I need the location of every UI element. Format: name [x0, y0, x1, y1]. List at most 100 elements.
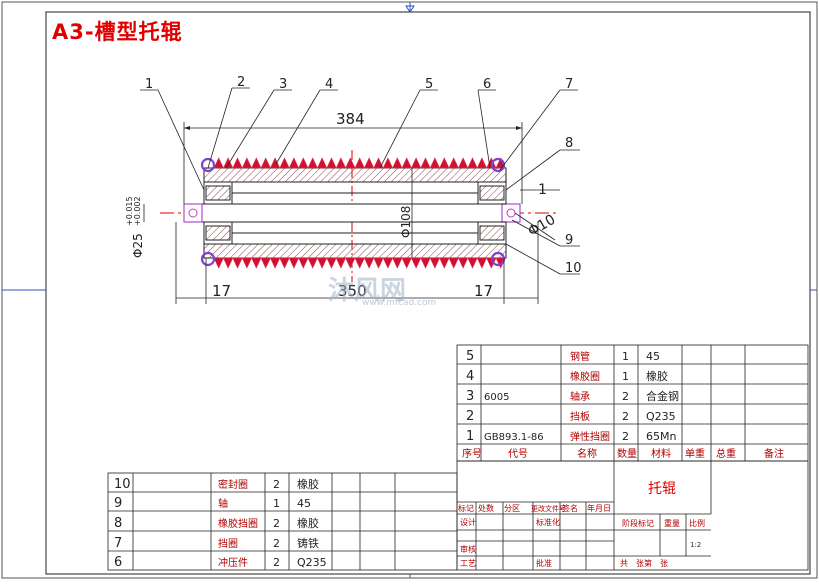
rubber-ring-tooth — [439, 157, 450, 169]
bom-row-name: 挡板 — [570, 410, 590, 423]
bom-row-material: 橡胶 — [646, 369, 668, 383]
rubber-ring-tooth — [241, 257, 253, 269]
rubber-ring-tooth — [410, 257, 422, 269]
rubber-ring-tooth — [363, 257, 375, 269]
rubber-ring-tooth — [232, 157, 243, 169]
shaft — [183, 203, 521, 223]
bom-row-no: 6 — [114, 555, 122, 570]
standard-label: 标准化 — [536, 517, 560, 527]
dim-hole: Φ10 — [525, 212, 558, 240]
bom-row-name: 钢管 — [570, 350, 590, 363]
rubber-ring-tooth — [448, 157, 459, 169]
watermark-url: www.mfcad.com — [362, 298, 437, 308]
rubber-ring-tooth — [213, 257, 224, 269]
bom-row-no: 5 — [466, 349, 474, 364]
rubber-rings-top — [213, 157, 506, 169]
bom-row-material: 铸铁 — [297, 536, 319, 550]
rubber-ring-tooth — [335, 157, 347, 169]
bom-row-no: 8 — [114, 516, 122, 531]
rubber-ring-tooth — [251, 257, 262, 269]
steel-tube-top — [203, 167, 507, 183]
rubber-ring-tooth — [213, 157, 224, 169]
part-name: 托辊 — [648, 481, 676, 497]
rubber-ring-tooth — [232, 257, 243, 269]
bom-row-qty: 2 — [273, 478, 280, 491]
leader-label: 3 — [279, 77, 287, 92]
rubber-ring-tooth — [345, 157, 356, 169]
design-label: 设计 — [460, 517, 476, 527]
dim-gap: 1 — [538, 182, 547, 198]
dim-end-left: 17 — [212, 282, 231, 300]
bom-row-qty: 2 — [273, 556, 280, 569]
bom-left-table — [107, 472, 458, 571]
bom-row-material: 45 — [646, 350, 660, 363]
bom-row-name: 密封圈 — [218, 478, 248, 491]
rubber-ring-tooth — [392, 257, 403, 269]
bom-row-qty: 2 — [273, 537, 280, 550]
rubber-ring-tooth — [467, 157, 478, 169]
rubber-ring-tooth — [410, 157, 422, 169]
seal-circle — [200, 251, 216, 267]
rubber-ring-tooth — [429, 157, 441, 169]
bom-row-material: 65Mn — [646, 430, 676, 443]
bom-row-qty: 1 — [622, 350, 629, 363]
rubber-ring-tooth — [288, 157, 300, 169]
dim-overall: 384 — [336, 110, 365, 128]
bom-row-material: Q235 — [297, 556, 327, 569]
dim-tol-lower: +0.002 — [133, 196, 142, 226]
rubber-ring-tooth — [326, 257, 337, 269]
rubber-ring-tooth — [401, 157, 412, 169]
bom-row-name: 弹性挡圈 — [570, 430, 610, 443]
stage-label: 阶段标记 — [622, 518, 654, 528]
bom-header-no: 序号 — [462, 447, 482, 460]
rubber-ring-tooth — [448, 257, 459, 269]
bom-row-name: 挡圈 — [218, 537, 238, 550]
bom-right-table — [456, 344, 809, 462]
rubber-ring-tooth — [467, 257, 478, 269]
bom-row-qty: 2 — [622, 390, 629, 403]
bom-row-qty: 2 — [622, 410, 629, 423]
leader-label: 7 — [565, 77, 573, 92]
rev-header: 处数 — [478, 503, 494, 513]
rubber-ring-tooth — [326, 157, 337, 169]
rev-header: 签名 — [562, 503, 578, 513]
rubber-ring-tooth — [354, 157, 365, 169]
rubber-ring-tooth — [307, 257, 318, 269]
dim-tol-upper: +0.015 — [125, 196, 134, 226]
rubber-ring-tooth — [260, 257, 271, 269]
rubber-ring-tooth — [354, 257, 365, 269]
bom-header-material: 材料 — [651, 447, 671, 460]
scale-label: 比例 — [689, 518, 705, 528]
rubber-ring-tooth — [269, 257, 281, 269]
bom-row-material: 橡胶 — [297, 477, 319, 491]
bom-row-no: 9 — [114, 496, 122, 511]
leader-label: 1 — [145, 77, 153, 92]
bom-header-unit_weight: 单重 — [685, 447, 705, 460]
rubber-ring-tooth — [457, 257, 469, 269]
seal-circle — [200, 157, 216, 173]
review-label: 审核 — [460, 544, 476, 554]
rubber-ring-tooth — [363, 157, 375, 169]
leader-label: 10 — [565, 261, 582, 276]
leader-label: 9 — [565, 233, 573, 248]
weight-label: 重量 — [664, 518, 680, 528]
sheets-label: 共 张第 张 — [620, 558, 668, 568]
bom-row-no: 2 — [466, 409, 474, 424]
rev-header: 分区 — [504, 504, 520, 513]
rubber-ring-tooth — [373, 257, 384, 269]
rubber-ring-tooth — [251, 157, 262, 169]
bom-row-code: 6005 — [484, 392, 509, 403]
rubber-ring-tooth — [298, 257, 309, 269]
bom-row-qty: 2 — [622, 430, 629, 443]
rubber-ring-tooth — [222, 157, 234, 169]
leader-label: 5 — [425, 77, 433, 92]
steel-tube-bottom — [203, 243, 507, 259]
rubber-ring-tooth — [316, 257, 328, 269]
rubber-ring-tooth — [269, 157, 281, 169]
rubber-ring-tooth — [401, 257, 412, 269]
rubber-ring-tooth — [420, 157, 431, 169]
dim-body: 350 — [338, 282, 367, 300]
bom-row-material: 45 — [297, 497, 311, 510]
bom-row-name: 冲压件 — [218, 556, 248, 569]
